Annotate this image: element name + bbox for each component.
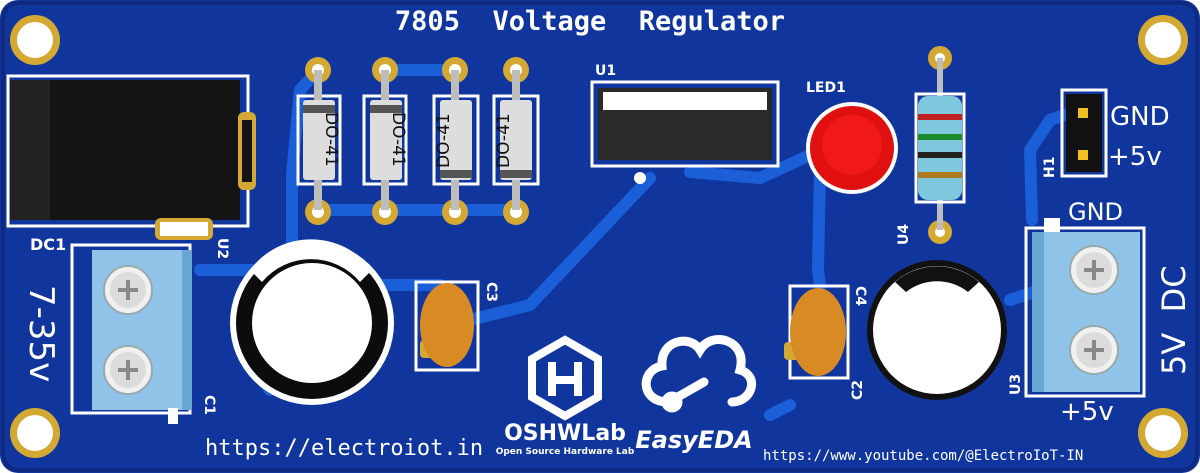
label-c2: C2 bbox=[850, 380, 866, 400]
regulator-u1 bbox=[590, 80, 780, 184]
label-u1: U1 bbox=[595, 63, 616, 79]
output-dc-label: 5V DC bbox=[1155, 265, 1193, 375]
oshwlab-label: OSHWLab bbox=[504, 421, 626, 446]
screw-icon bbox=[1069, 325, 1119, 375]
label-u2: U2 bbox=[214, 238, 230, 259]
terminal-gnd-label: GND bbox=[1068, 198, 1123, 226]
label-u3: U3 bbox=[1008, 374, 1024, 395]
header-h1 bbox=[1060, 88, 1108, 178]
header-5v-label: +5v bbox=[1108, 142, 1162, 172]
url-left: https://electroiot.in bbox=[205, 436, 483, 461]
screw-icon bbox=[1069, 245, 1119, 295]
terminal-5v-label: +5v bbox=[1060, 397, 1114, 427]
resistor-u4 bbox=[914, 46, 966, 244]
mounting-hole-icon bbox=[1138, 408, 1188, 458]
screw-icon bbox=[103, 265, 153, 315]
label-c4: C4 bbox=[852, 286, 868, 306]
capacitor-c3 bbox=[414, 280, 480, 372]
screw-icon bbox=[103, 345, 153, 395]
diode-label-1: DO-41 bbox=[321, 112, 341, 167]
label-dc1: DC1 bbox=[30, 235, 66, 254]
mounting-hole-icon bbox=[10, 15, 60, 65]
easyeda-cloud-icon bbox=[641, 335, 756, 413]
capacitor-c1 bbox=[230, 239, 394, 405]
diode-d2 bbox=[362, 57, 408, 225]
oshwlab-logo-icon bbox=[528, 335, 602, 421]
diode-d4 bbox=[492, 57, 540, 225]
label-h1: H1 bbox=[1042, 157, 1058, 178]
diode-label-4: DO-41 bbox=[494, 113, 514, 168]
board-title: 7805 Voltage Regulator bbox=[395, 6, 785, 37]
oshwlab-sublabel: Open Source Hardware Lab bbox=[496, 447, 635, 457]
url-right: https://www.youtube.com/@ElectroIoT-IN bbox=[763, 448, 1083, 464]
diode-label-3: DO-41 bbox=[434, 113, 454, 168]
input-range-label: 7-35v bbox=[21, 285, 61, 382]
label-c3: C3 bbox=[483, 282, 499, 302]
label-led1: LED1 bbox=[806, 80, 846, 96]
dc-barrel-jack bbox=[6, 74, 256, 240]
mounting-hole-icon bbox=[10, 408, 60, 458]
led-red bbox=[806, 102, 898, 194]
mounting-hole-icon bbox=[1138, 15, 1188, 65]
diode-d3 bbox=[432, 57, 480, 225]
header-gnd-label: GND bbox=[1110, 102, 1170, 132]
capacitor-c4 bbox=[784, 284, 850, 380]
capacitor-c2 bbox=[867, 260, 1007, 400]
easyeda-label: EasyEDA bbox=[635, 426, 752, 454]
diode-d1 bbox=[296, 57, 342, 225]
label-c1: C1 bbox=[201, 395, 217, 415]
diode-label-2: DO-41 bbox=[388, 112, 408, 167]
label-u4: U4 bbox=[896, 224, 912, 245]
